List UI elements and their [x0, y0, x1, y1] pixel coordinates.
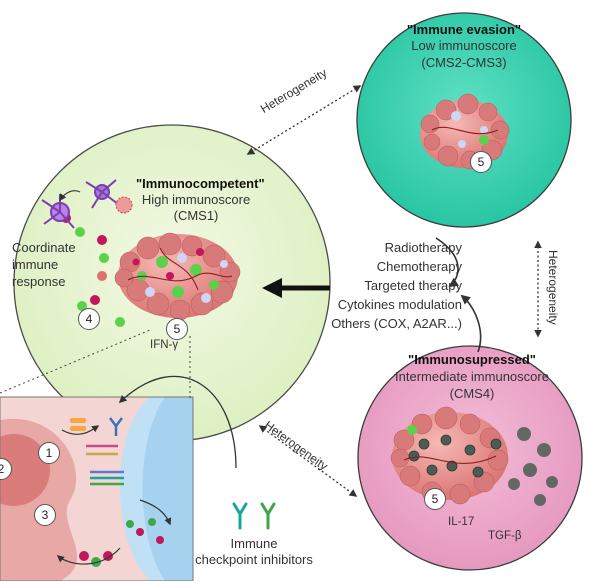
zoom-inset: [0, 396, 194, 582]
t-cell-icon: [115, 196, 133, 214]
tumor-mass-immunocompetent: [114, 232, 241, 321]
immunocompetent-title: "Immunocompetent": [136, 176, 265, 191]
coordinate-line3: response: [12, 274, 66, 289]
antibody-icon: [232, 502, 276, 530]
marker-three: 3: [34, 504, 56, 526]
immunocompetent-line1: High immunoscore: [141, 192, 251, 207]
immunocompetent-line2: (CMS1): [173, 208, 219, 223]
coordinate-line1: Coordinate: [12, 240, 76, 255]
checkpoint-line2: checkpoint inhibitors: [195, 552, 313, 567]
therapy-cytokines: Cytokines modulation: [337, 297, 462, 312]
marker-four: 4: [78, 308, 100, 330]
checkpoint-arrow: [118, 375, 237, 469]
therapy-list: Radiotherapy Chemotherapy Targeted thera…: [300, 238, 462, 333]
therapy-chemotherapy: Chemotherapy: [376, 259, 462, 274]
cytokine-ifn: IFN-γ: [150, 339, 179, 351]
checkpoint-line1: Immune: [230, 536, 278, 551]
immunosuppressed-title: "Immunosupressed": [408, 352, 536, 367]
cytokine-il17: IL-17: [448, 516, 475, 528]
therapy-others: Others (COX, A2AR...): [331, 316, 462, 331]
marker-five-pink: 5: [424, 488, 446, 510]
tumor-mass-suppressed: [390, 406, 558, 506]
immunosuppressed-line2: (CMS4): [449, 386, 495, 401]
edge-top: [246, 85, 362, 155]
immunosuppressed-line1: Intermediate immunoscore: [395, 369, 549, 384]
immune-evasion-line1: Low immunoscore: [411, 38, 517, 53]
dendritic-cell-icon: [41, 179, 119, 229]
marker-five-teal: 5: [470, 151, 492, 173]
marker-five-green: 5: [166, 318, 188, 340]
coordinate-immune-cells: [61, 213, 125, 327]
therapy-targeted: Targeted therapy: [364, 278, 462, 293]
therapy-radiotherapy: Radiotherapy: [384, 240, 462, 255]
immune-evasion-title: "Immune evasion": [406, 22, 522, 37]
cytokine-tgfb: TGF-β: [488, 530, 522, 542]
edge-label-right: Heterogeneity: [546, 250, 560, 325]
coordinate-line2: immune: [12, 257, 59, 272]
immune-evasion-line2: (CMS2-CMS3): [421, 55, 507, 70]
marker-one: 1: [38, 442, 60, 464]
edge-bottom: [258, 425, 358, 497]
